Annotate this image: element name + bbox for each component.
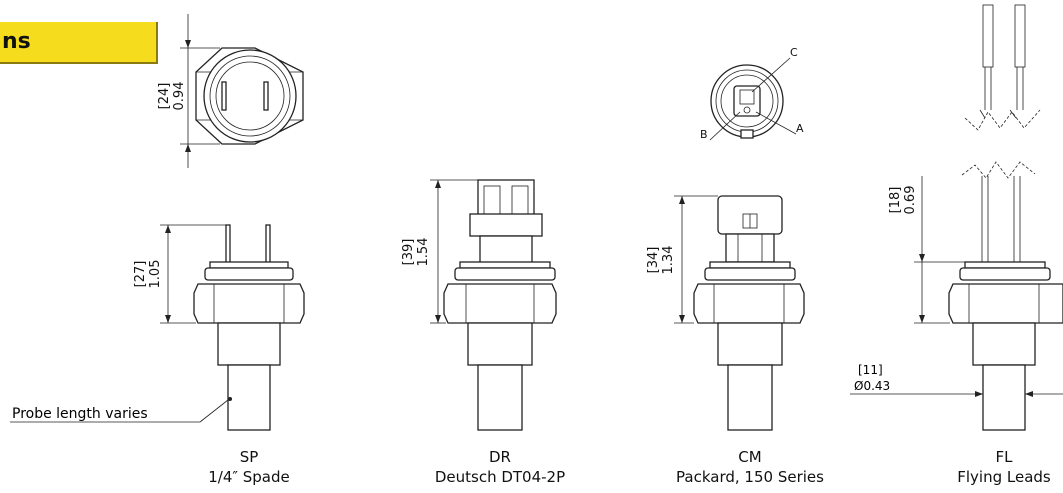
dim-dia-in: Ø0.43 xyxy=(854,379,890,393)
dim-cm-mm: [34] xyxy=(646,247,661,274)
pin-c-label: C xyxy=(790,46,798,59)
section-title-banner: ns xyxy=(0,22,158,64)
dim-dia-mm: [11] xyxy=(858,363,883,377)
sp-top-view: [24] 0.94 xyxy=(157,14,304,168)
dim-top-in: 0.94 xyxy=(172,82,187,111)
dim-fl-mm: [18] xyxy=(888,187,903,214)
view-code-cm: CM xyxy=(738,448,761,466)
dim-dr-in: 1.54 xyxy=(416,238,431,267)
cm-top-view: C B A xyxy=(700,46,804,141)
view-caption-sp: 1/4″ Spade xyxy=(208,468,290,486)
dim-cm-in: 1.34 xyxy=(661,246,676,275)
dim-fl-in: 0.69 xyxy=(903,186,918,215)
fl-top-view xyxy=(964,4,1041,131)
dim-sp-in: 1.05 xyxy=(148,260,163,289)
sp-side-view: [27] 1.05 Probe length varies xyxy=(10,224,305,431)
fl-side-view: [18] 0.69 [11] Ø0.43 xyxy=(850,161,1063,431)
pin-a-label: A xyxy=(796,122,804,135)
view-caption-dr: Deutsch DT04-2P xyxy=(435,468,565,486)
pin-b-label: B xyxy=(700,128,708,141)
captions: SP 1/4″ Spade DR Deutsch DT04-2P CM Pack… xyxy=(208,448,1051,486)
dim-sp-mm: [27] xyxy=(133,261,148,288)
cm-side-view: [34] 1.34 xyxy=(646,195,805,431)
probe-length-callout: Probe length varies xyxy=(12,406,148,422)
dim-dr-mm: [39] xyxy=(401,239,416,266)
section-title-text: ns xyxy=(2,29,31,54)
dr-side-view: [39] 1.54 xyxy=(401,179,557,431)
view-caption-cm: Packard, 150 Series xyxy=(676,468,824,486)
view-caption-fl: Flying Leads xyxy=(957,468,1051,486)
view-code-fl: FL xyxy=(996,448,1014,466)
dim-top-mm: [24] xyxy=(157,83,172,110)
view-code-sp: SP xyxy=(240,448,259,466)
view-code-dr: DR xyxy=(489,448,511,466)
